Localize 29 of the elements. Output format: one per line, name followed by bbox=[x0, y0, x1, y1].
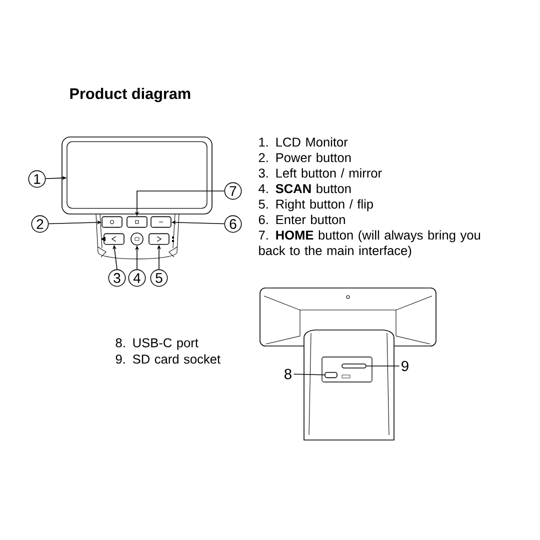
left-button bbox=[104, 233, 124, 245]
home-button bbox=[126, 216, 148, 228]
callout-number: 9 bbox=[402, 360, 408, 372]
list-item: 9. SD card socket bbox=[116, 354, 220, 364]
list-item: 6. Enter button bbox=[258, 214, 345, 224]
list-item: 3. Left button / mirror bbox=[258, 168, 382, 178]
list-item: 7. HOME button (will always bring you back to the main interface) bbox=[258, 230, 480, 258]
usb-port bbox=[324, 372, 338, 378]
list-item: 5. Right button / flip bbox=[258, 199, 373, 212]
callout-number: 4 bbox=[128, 269, 146, 287]
callout-number: 7 bbox=[224, 182, 242, 200]
list-item: 4. SCAN button bbox=[258, 184, 351, 194]
callout-number: 3 bbox=[108, 269, 126, 287]
power-button bbox=[102, 216, 122, 228]
enter-button bbox=[150, 216, 172, 228]
callout-number: 8 bbox=[284, 368, 292, 380]
callout-number: 1 bbox=[28, 170, 46, 188]
callout-number: 5 bbox=[150, 269, 168, 287]
leader-line bbox=[293, 374, 325, 376]
callout-number: 6 bbox=[224, 215, 242, 233]
right-button bbox=[148, 233, 170, 245]
callout-number: 2 bbox=[31, 215, 49, 233]
sd-card-slot bbox=[342, 364, 366, 368]
list-item: 8. USB-C port bbox=[116, 338, 198, 350]
title: Product diagram bbox=[70, 88, 190, 102]
list-item: 1. LCD Monitor bbox=[259, 137, 348, 147]
lcd-screen bbox=[66, 141, 208, 209]
scan-button bbox=[130, 232, 144, 246]
list-item: 2. Power button bbox=[258, 152, 351, 162]
